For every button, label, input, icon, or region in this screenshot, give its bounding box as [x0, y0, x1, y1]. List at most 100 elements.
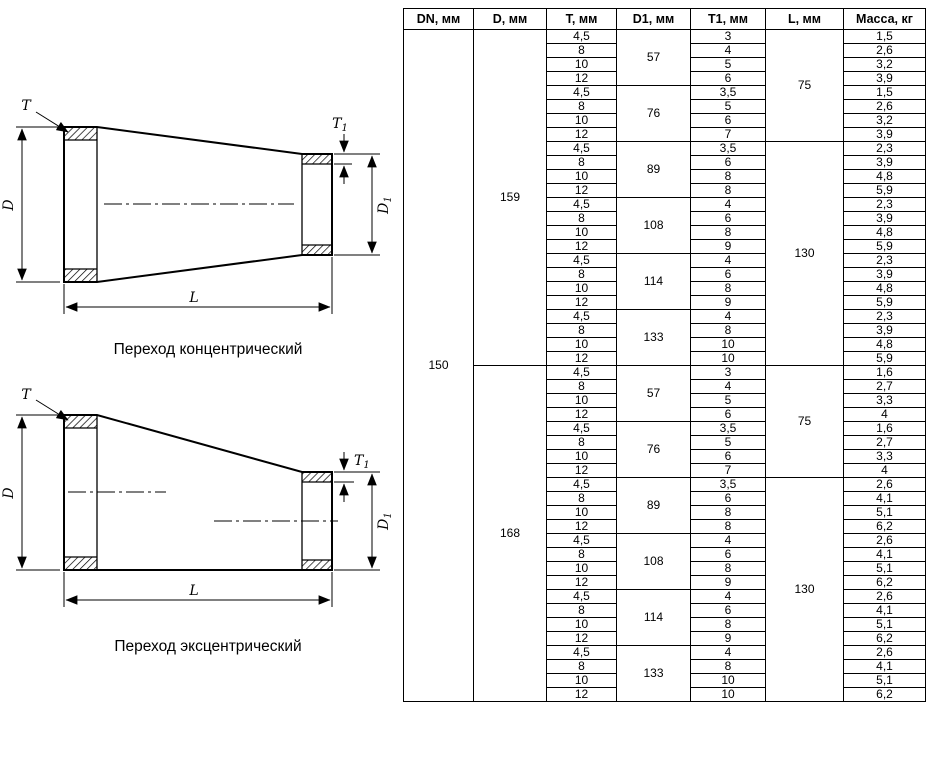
cell-d: 168 — [473, 365, 547, 702]
cell-t: 10 — [546, 561, 617, 576]
cell-t1: 6 — [690, 267, 766, 282]
cell-mass: 5,9 — [843, 295, 926, 310]
cell-mass: 3,2 — [843, 113, 926, 128]
cell-l: 130 — [765, 141, 844, 366]
cell-t1: 6 — [690, 407, 766, 422]
cell-d1: 108 — [616, 533, 691, 590]
cell-t1: 6 — [690, 155, 766, 170]
cell-t: 12 — [546, 295, 617, 310]
dim-label-l: L — [188, 290, 198, 306]
cell-t: 8 — [546, 267, 617, 282]
cell-t1: 4 — [690, 379, 766, 394]
cell-t1: 8 — [690, 519, 766, 534]
column-header: T, мм — [546, 8, 617, 30]
cell-mass: 3,3 — [843, 393, 926, 408]
cell-t1: 10 — [690, 673, 766, 688]
reducer-body — [63, 126, 333, 283]
cell-t: 4,5 — [546, 645, 617, 660]
cell-mass: 5,1 — [843, 673, 926, 688]
cell-mass: 2,3 — [843, 141, 926, 156]
cell-mass: 1,5 — [843, 29, 926, 44]
cell-mass: 2,6 — [843, 645, 926, 660]
weld-hatch — [301, 244, 333, 256]
cell-t1: 8 — [690, 505, 766, 520]
cell-t: 4,5 — [546, 477, 617, 492]
dimension-T1: T1 — [334, 452, 370, 502]
cell-t1: 4 — [690, 197, 766, 212]
weld-hatch — [63, 126, 98, 141]
cell-t1: 4 — [690, 589, 766, 604]
cell-t1: 4 — [690, 253, 766, 268]
cell-d: 159 — [473, 29, 547, 366]
cell-t1: 4 — [690, 309, 766, 324]
dimension-T1: T1 — [332, 116, 352, 184]
column-header: Масса, кг — [843, 8, 926, 30]
dim-label-l: L — [188, 583, 198, 599]
cell-t1: 10 — [690, 687, 766, 702]
cell-t: 4,5 — [546, 85, 617, 100]
dim-label-d: D — [2, 487, 17, 499]
cell-t: 4,5 — [546, 365, 617, 380]
cell-mass: 5,1 — [843, 617, 926, 632]
cell-mass: 4,8 — [843, 337, 926, 352]
cell-t: 12 — [546, 463, 617, 478]
cell-t: 4,5 — [546, 309, 617, 324]
cell-mass: 4,8 — [843, 225, 926, 240]
cell-t1: 3,5 — [690, 85, 766, 100]
cell-mass: 4 — [843, 463, 926, 478]
table-row: 12 8 6,2 — [404, 519, 926, 534]
cell-t1: 8 — [690, 169, 766, 184]
cell-mass: 5,9 — [843, 239, 926, 254]
cell-t: 12 — [546, 407, 617, 422]
cell-d1: 89 — [616, 141, 691, 198]
cell-t: 4,5 — [546, 197, 617, 212]
cell-d1: 114 — [616, 589, 691, 646]
cell-mass: 2,6 — [843, 99, 926, 114]
cell-t1: 7 — [690, 463, 766, 478]
dimension-T: T — [21, 387, 69, 421]
cell-t: 12 — [546, 71, 617, 86]
cell-mass: 4,8 — [843, 169, 926, 184]
cell-dn: 150 — [403, 29, 474, 702]
dim-label-t: T — [21, 387, 32, 403]
concentric-caption: Переход концентрический — [113, 341, 303, 358]
cell-t1: 9 — [690, 575, 766, 590]
reducer-body — [63, 414, 338, 571]
cell-mass: 3,2 — [843, 57, 926, 72]
dimension-T: T — [21, 98, 69, 133]
cell-t: 4,5 — [546, 253, 617, 268]
cell-t: 12 — [546, 519, 617, 534]
cell-mass: 1,6 — [843, 365, 926, 380]
cell-mass: 3,9 — [843, 211, 926, 226]
cell-d1: 114 — [616, 253, 691, 310]
cell-t1: 5 — [690, 393, 766, 408]
cell-t: 10 — [546, 337, 617, 352]
dim-label-d1: D1 — [376, 512, 394, 531]
cell-t1: 6 — [690, 113, 766, 128]
cell-t1: 6 — [690, 71, 766, 86]
cell-mass: 6,2 — [843, 519, 926, 534]
cell-t1: 8 — [690, 281, 766, 296]
cell-t1: 9 — [690, 239, 766, 254]
dimension-L: L — [63, 257, 333, 314]
cell-t1: 9 — [690, 631, 766, 646]
cell-mass: 5,1 — [843, 505, 926, 520]
cell-mass: 2,6 — [843, 589, 926, 604]
